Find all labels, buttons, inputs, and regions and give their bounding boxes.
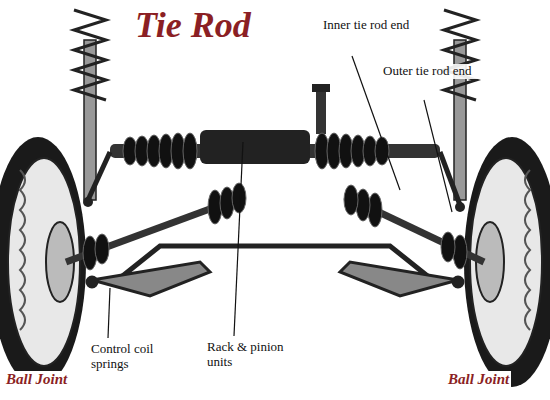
part-label: Outer tie rod end bbox=[382, 64, 480, 79]
control-arms bbox=[87, 246, 463, 296]
part-label: Rack & pinion units bbox=[206, 340, 292, 370]
drive-axles bbox=[66, 183, 484, 270]
leader-lines bbox=[108, 56, 452, 338]
diagram-title: Tie Rod bbox=[135, 6, 251, 46]
part-label: Ball Joint bbox=[446, 371, 511, 388]
part-label: Control coil springs bbox=[90, 342, 172, 372]
steering-rack bbox=[83, 84, 465, 212]
coil-springs bbox=[74, 10, 476, 200]
part-label: Inner tie rod end bbox=[322, 18, 414, 33]
part-label: Ball Joint bbox=[4, 371, 69, 388]
